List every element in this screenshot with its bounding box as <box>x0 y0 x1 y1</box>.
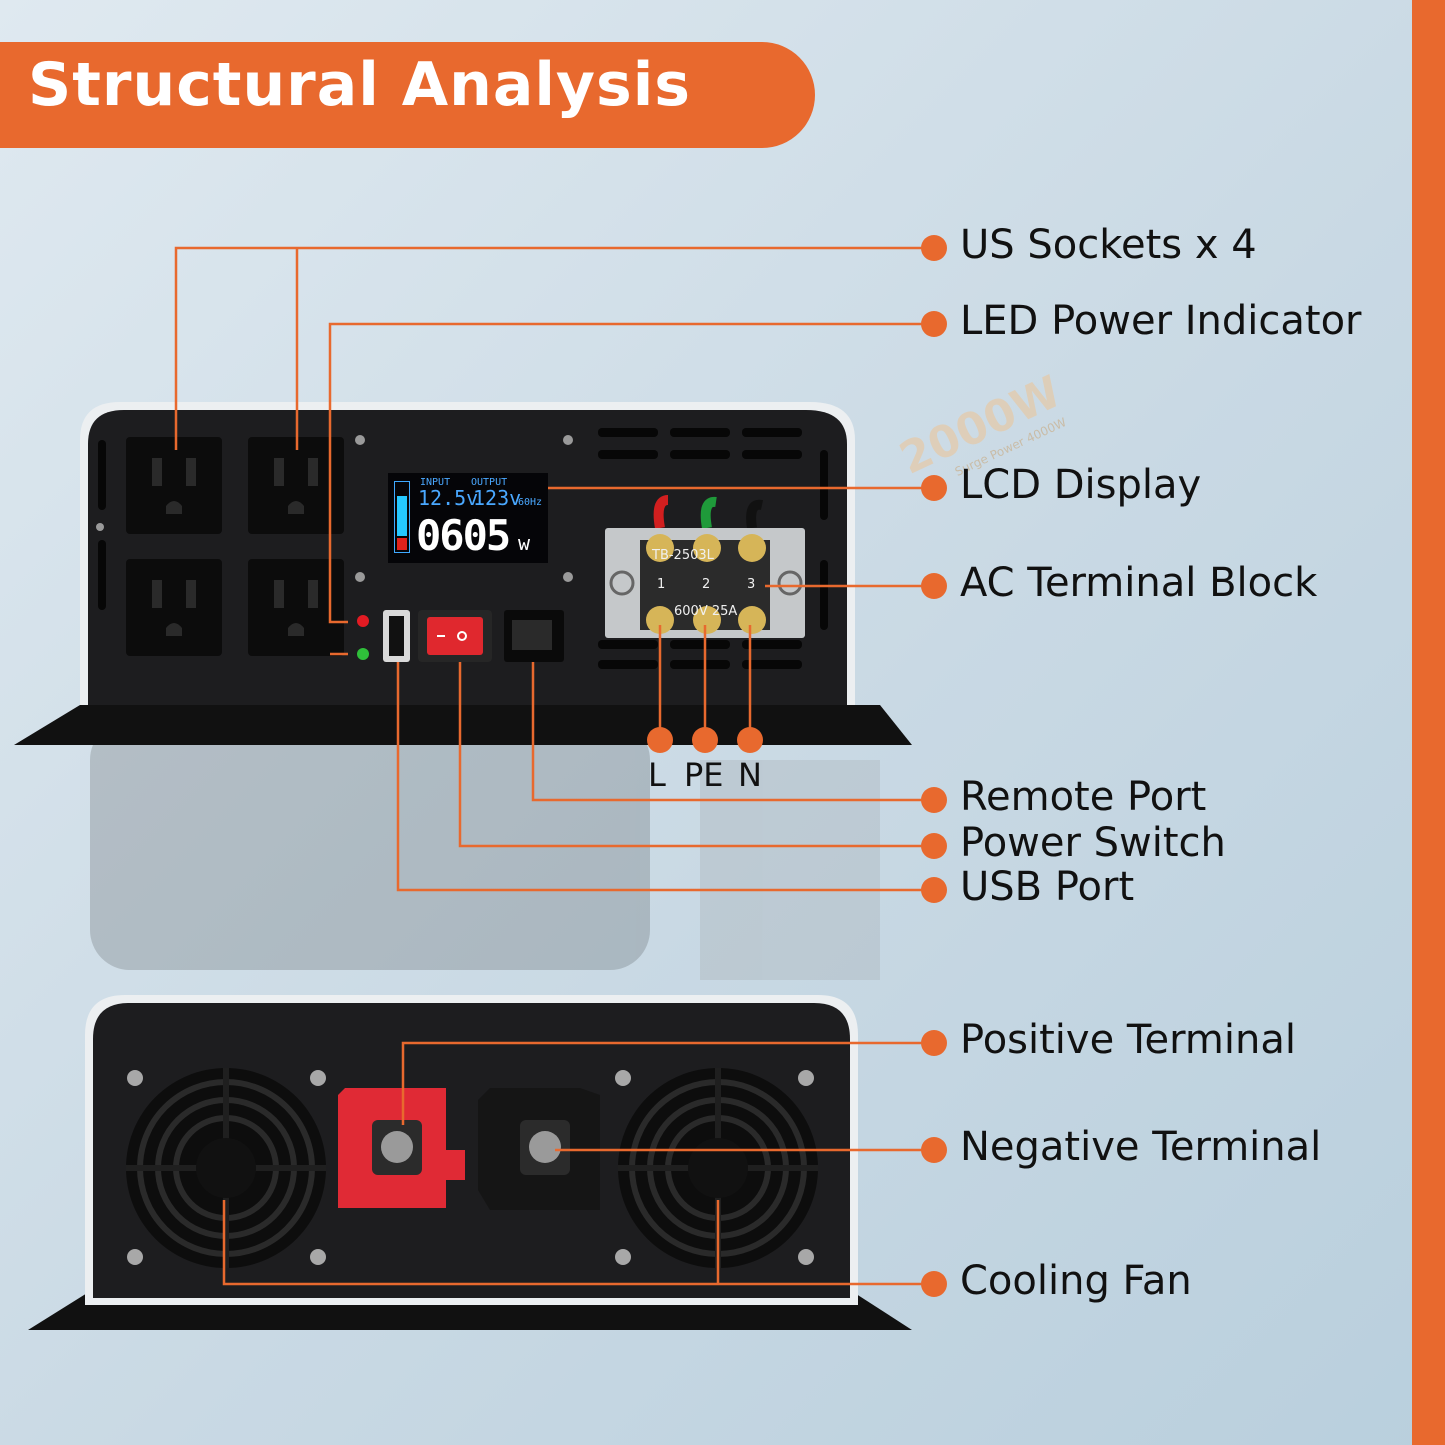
power-switch <box>418 610 492 662</box>
socket-3 <box>126 559 222 656</box>
dot-led <box>921 311 947 337</box>
page-title: Structural Analysis <box>28 50 692 120</box>
terminal-number-1: 1 <box>657 577 666 592</box>
lcd-display: INPUT OUTPUT 12.5v 123v 60Hz 0605 w <box>388 473 548 563</box>
reflection <box>90 720 880 980</box>
lcd-output-voltage: 123v <box>473 486 522 510</box>
title-banner <box>0 42 815 148</box>
terminal-rating: 600V 25A <box>674 604 738 619</box>
us-sockets <box>126 437 344 656</box>
label-us-sockets: US Sockets x 4 <box>960 222 1257 268</box>
socket-2 <box>248 437 344 534</box>
terminal-number-3: 3 <box>747 577 756 592</box>
positive-terminal <box>338 1088 465 1208</box>
cooling-fan-left <box>126 1068 326 1268</box>
battery-icon <box>394 481 410 553</box>
negative-terminal <box>478 1088 600 1210</box>
lcd-power-unit: w <box>518 531 531 555</box>
terminal-model: TB-2503L <box>652 548 714 563</box>
dot-power-switch <box>921 833 947 859</box>
label-power-switch: Power Switch <box>960 820 1226 866</box>
lcd-input-label: INPUT <box>420 477 451 488</box>
dot-remote <box>921 787 947 813</box>
wire-label-l: L <box>648 756 666 794</box>
right-accent-stripe <box>1412 0 1445 1445</box>
led-green <box>357 648 369 660</box>
socket-4 <box>248 559 344 656</box>
lcd-input-voltage: 12.5v <box>418 486 479 510</box>
callout-lines <box>174 246 935 1286</box>
dot-wire-pe <box>692 727 718 753</box>
wire-label-pe: PE <box>684 756 724 794</box>
dot-wire-n <box>737 727 763 753</box>
ac-terminal-block <box>605 495 805 638</box>
dot-positive <box>921 1030 947 1056</box>
label-negative-terminal: Negative Terminal <box>960 1124 1322 1170</box>
remote-port <box>504 610 564 662</box>
usb-port <box>383 610 410 662</box>
lcd-frequency: 60Hz <box>518 497 543 508</box>
label-remote-port: Remote Port <box>960 774 1207 820</box>
lcd-power-value: 0605 <box>416 511 511 560</box>
lcd-output-label: OUTPUT <box>471 477 508 488</box>
label-usb-port: USB Port <box>960 864 1135 910</box>
socket-1 <box>126 437 222 534</box>
dot-us-sockets <box>921 235 947 261</box>
dot-ac-terminal <box>921 573 947 599</box>
dot-wire-l <box>647 727 673 753</box>
label-ac-terminal: AC Terminal Block <box>960 560 1318 606</box>
led-red <box>357 615 369 627</box>
cooling-fan-right <box>618 1068 818 1268</box>
dot-lcd <box>921 475 947 501</box>
dot-usb <box>921 877 947 903</box>
dot-cooling-fan <box>921 1271 947 1297</box>
label-led-indicator: LED Power Indicator <box>960 298 1362 344</box>
label-positive-terminal: Positive Terminal <box>960 1017 1296 1063</box>
dot-negative <box>921 1137 947 1163</box>
terminal-number-2: 2 <box>702 577 711 592</box>
wire-label-n: N <box>738 756 762 794</box>
label-cooling-fan: Cooling Fan <box>960 1258 1192 1304</box>
label-lcd-display: LCD Display <box>960 462 1202 508</box>
